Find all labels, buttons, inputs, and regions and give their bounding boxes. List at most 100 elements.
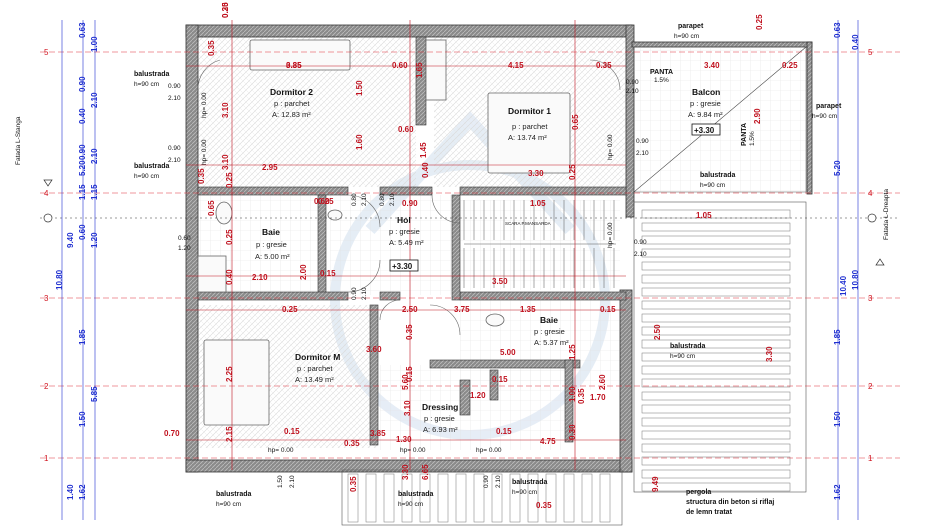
pergola	[341, 201, 807, 526]
dimension-label: 0.40	[225, 269, 234, 285]
dimension-label: 0.60	[314, 197, 330, 206]
dimension-label: 1.62	[833, 484, 842, 500]
dimension-label: 1.50	[833, 411, 842, 427]
pergola-slat	[545, 473, 557, 523]
dimension-label: 0.70	[164, 429, 180, 438]
axis-3-left: 3	[44, 294, 49, 303]
pergola-slat	[365, 473, 377, 523]
dimension-label: 0.90	[78, 144, 87, 160]
axis-1-right: 1	[868, 454, 873, 463]
pergola-slat	[419, 473, 431, 523]
room-area-dormitor-2: A: 12.83 m²	[272, 110, 311, 119]
dimension-label: 0.60	[398, 125, 414, 134]
door-dimension-label: 2.10	[168, 157, 181, 164]
hp-value: hp= 0.00	[607, 222, 614, 248]
balustrada-label-5: balustrada	[216, 491, 252, 498]
balcony	[633, 46, 807, 193]
pergola-slat	[641, 209, 791, 219]
dimension-label: 0.60	[78, 224, 87, 240]
dimension-label: 0.40	[421, 162, 430, 178]
pergola-slat	[641, 339, 791, 349]
dimension-label: 2.15	[225, 426, 234, 442]
pergola-slat	[641, 365, 791, 375]
dimension-label: 2.10	[252, 273, 268, 282]
hp-value: hp= 0.00	[607, 134, 614, 160]
balustrada-label-3: balustrada	[700, 172, 736, 179]
parapet-right-label: parapet	[816, 103, 842, 110]
dimension-label: 0.90	[78, 76, 87, 92]
dimension-label: 0.25	[318, 197, 334, 206]
room-area-hol: A: 5.49 m²	[389, 238, 424, 247]
pergola-slat	[641, 482, 791, 492]
dimension-label: 3.85	[286, 61, 302, 70]
section-marker-right	[867, 213, 877, 223]
pergola-desc-2: de lemn tratat	[686, 509, 733, 516]
sink-baie-2	[327, 209, 343, 221]
door-dimension-label: 0.90	[168, 145, 181, 152]
dimension-label: 3.30	[528, 169, 544, 178]
dimension-label: 10.80	[55, 269, 64, 290]
axis-4-right: 4	[868, 189, 873, 198]
balustrada-label-7: balustrada	[512, 479, 548, 486]
panta-label-2: PANTA	[741, 123, 748, 146]
dimension-label: 1.70	[590, 393, 606, 402]
dimension-label: 0.35	[286, 61, 302, 70]
pergola-slat	[641, 443, 791, 453]
balustrada-label-4: balustrada	[670, 343, 706, 350]
dimension-label: 0.25	[282, 305, 298, 314]
dimension-label: 6.65	[421, 464, 430, 480]
dimension-label: 2.10	[90, 148, 99, 164]
door-dimension-label: 0.90	[351, 287, 358, 300]
dimension-label: 3.10	[403, 400, 412, 416]
dimension-label: 1.15	[90, 184, 99, 200]
view-arrow-right	[875, 258, 885, 266]
axis-5-left: 5	[44, 48, 49, 57]
door-swings	[197, 59, 621, 336]
balustrada-height-2: h=90 cm	[134, 173, 159, 180]
panta-label-1: PANTA	[650, 69, 673, 76]
room-name-dormitor-1: Dormitor 1	[508, 106, 551, 116]
pergola-slat	[641, 274, 791, 284]
balustrada-height-1: h=90 cm	[134, 81, 159, 88]
door-dimension-label: 0.90	[634, 239, 647, 246]
balustrada-height-7: h=90 cm	[512, 489, 537, 496]
dimension-label: 2.10	[90, 92, 99, 108]
dimension-label: 1.65	[415, 62, 424, 78]
door-dimension-label: 2.10	[168, 95, 181, 102]
dimension-label: 0.15	[492, 375, 508, 384]
dimension-label: 3.30	[401, 464, 410, 480]
axis-markers-right: 5 4 3 2 1	[868, 48, 873, 463]
pergola-slat	[527, 473, 539, 523]
room-area-baie-1: A: 5.00 m²	[255, 252, 290, 261]
pergola-slat	[641, 313, 791, 323]
dimension-label: 10.80	[851, 269, 860, 290]
door-dimension-label: 2.10	[289, 475, 296, 488]
door-dimension-label: 2.10	[634, 251, 647, 258]
door-dimension-label: 0.90	[626, 79, 639, 86]
level-markers: +3.30 +3.30	[389, 123, 721, 272]
dimension-label: 3.30	[765, 346, 774, 362]
pergola-slat	[641, 391, 791, 401]
balustrada-height-3: h=90 cm	[700, 182, 725, 189]
dimension-label: 1.00	[568, 386, 577, 402]
pergola-label: pergola	[686, 489, 711, 496]
stair-label: SCARA P.MANSARDA	[505, 221, 551, 226]
dimension-label: 9.40	[66, 232, 75, 248]
pergola-slat	[641, 222, 791, 232]
pergola-slat	[509, 473, 521, 523]
room-area-baie-2: A: 5.37 m²	[534, 338, 569, 347]
dimension-label: 1.35	[520, 305, 536, 314]
dimension-label: 0.65	[571, 114, 580, 130]
dimension-label: 2.00	[299, 264, 308, 280]
dimension-label: 0.15	[405, 366, 414, 382]
dimension-label: 2.50	[653, 324, 662, 340]
pergola-slat	[641, 404, 791, 414]
room-name-baie-1: Baie	[262, 227, 280, 237]
dimension-label: 3.40	[704, 61, 720, 70]
dimension-label: 0.20	[221, 2, 230, 18]
dimension-label: 1.60	[355, 134, 364, 150]
interior-walls	[197, 36, 627, 446]
axis-3-right: 3	[868, 294, 873, 303]
dimension-label: 0.25	[568, 164, 577, 180]
